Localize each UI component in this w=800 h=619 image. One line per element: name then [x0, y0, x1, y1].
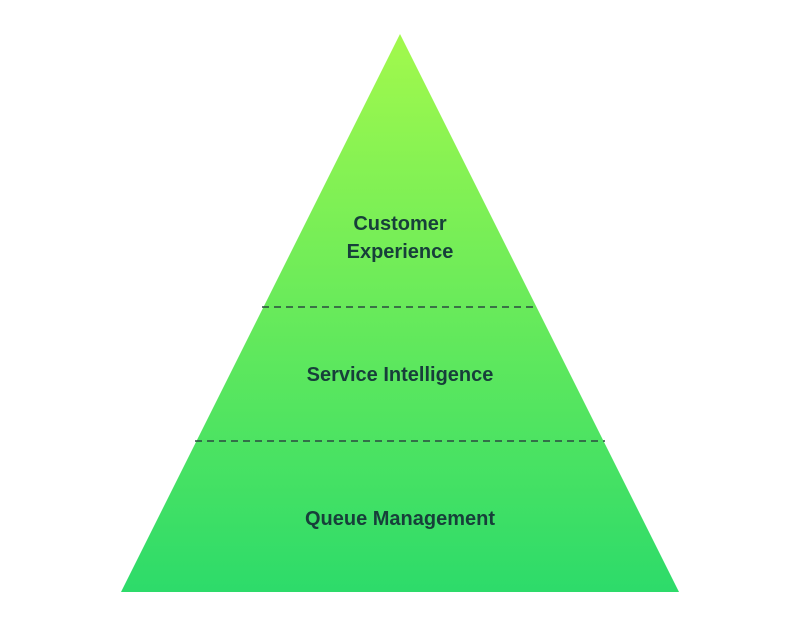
tier-label-queue-management: Queue Management: [304, 508, 496, 530]
tier-label-service-intelligence: Service Intelligence: [306, 364, 494, 386]
pyramid-triangle: [121, 34, 679, 592]
tier-label-customer-experience: Customer Experience: [346, 213, 454, 263]
